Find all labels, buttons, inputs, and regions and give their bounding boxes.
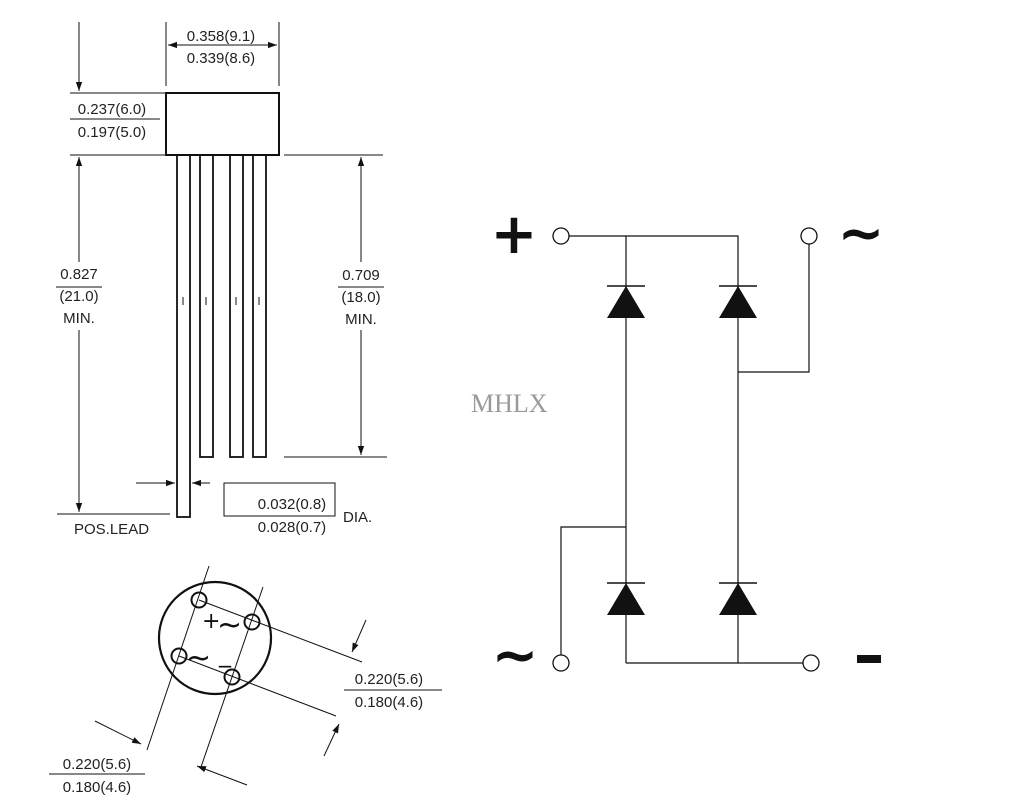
wire-positive-rail [567,235,739,286]
package-side-view: 0.358(9.1) 0.339(8.6) 0.237(6.0) 0.197(5… [56,22,387,538]
spacing-left-min: 0.180(4.6) [63,779,131,796]
package-outline-circle [157,580,273,696]
extension-line [200,586,264,768]
dia-label: DIA. [343,509,372,526]
width-max: 0.358(9.1) [187,28,255,45]
pos-lead-label: POS.LEAD [74,521,149,538]
spacing-right-min: 0.180(4.6) [355,694,423,711]
long-lead-min: MIN. [63,310,95,327]
lead-2 [199,154,214,458]
short-lead-metric: (18.0) [341,289,380,306]
bottom-tilde-right: ~ [217,608,242,643]
width-min: 0.339(8.6) [187,50,255,67]
lead-3 [229,154,244,458]
height-max: 0.237(6.0) [78,101,146,118]
diode-top-right [719,285,757,318]
bottom-plus-label: + [202,609,220,634]
extension-line [146,565,210,751]
bottom-tilde-left: ~ [186,641,211,676]
package-body [165,92,280,156]
terminal-ac-top [800,227,818,245]
lead-positive [176,154,191,518]
dia-min: 0.028(0.7) [258,519,326,536]
short-lead-min: MIN. [345,311,377,328]
dia-max: 0.032(0.8) [258,496,326,513]
diode-bottom-left [607,582,645,615]
long-lead-value: 0.827 [60,266,98,283]
schematic-tilde-bottom-label: ~ [492,623,539,688]
schematic-plus-label: + [491,202,538,267]
dia-value-box [223,482,336,517]
wire-ac-top [738,244,810,373]
wire-ac-bottom [560,526,626,655]
terminal-positive [552,227,570,245]
lead-4 [252,154,267,458]
height-min: 0.197(5.0) [78,124,146,141]
spacing-right-arrow-bottom [323,723,340,757]
schematic-tilde-top-label: ~ [838,201,885,266]
spacing-left-arrow-a [94,720,142,745]
watermark: MHLX [471,389,548,418]
spacing-right-max: 0.220(5.6) [355,671,423,688]
spacing-right-arrow-top [351,619,367,653]
schematic-minus-label [857,655,881,663]
package-bottom-view: + ~ ~ _ 0.220(5.6) 0.180(4.6) 0.220(5.6)… [49,565,442,796]
bridge-schematic: + ~ ~ [491,201,885,688]
terminal-negative [802,654,820,672]
diode-bottom-right [719,582,757,615]
leads [176,154,267,518]
bottom-minus-label: _ [218,640,232,668]
terminal-ac-bottom [552,654,570,672]
long-lead-metric: (21.0) [59,288,98,305]
extension-line [178,655,337,717]
short-lead-value: 0.709 [342,267,380,284]
extension-line [198,599,363,663]
diode-top-left [607,285,645,318]
spacing-left-max: 0.220(5.6) [63,756,131,773]
spacing-left-arrow-b [196,765,248,786]
